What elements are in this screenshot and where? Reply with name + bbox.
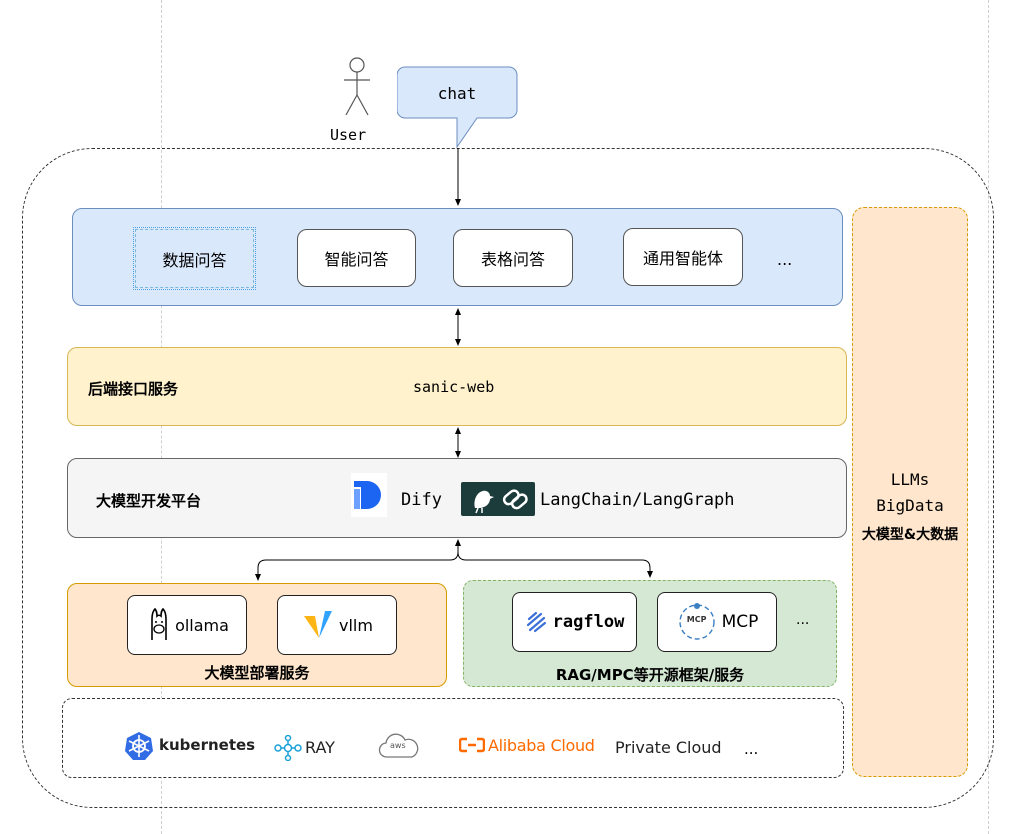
ollama-label: ollama xyxy=(175,615,229,635)
ray-logo-icon xyxy=(274,735,302,761)
smart-qa-box[interactable]: 智能问答 xyxy=(297,229,416,287)
infra-more-label: ... xyxy=(744,740,759,758)
chat-label: chat xyxy=(437,83,477,103)
table-qa-box[interactable]: 表格问答 xyxy=(453,229,573,287)
dify-logo-icon xyxy=(351,473,387,517)
dify-label: Dify xyxy=(401,490,442,510)
user-actor-icon xyxy=(344,57,370,116)
rag-more-label: ... xyxy=(796,612,810,628)
deploy-title: 大模型部署服务 xyxy=(204,663,310,682)
app-more-label: ... xyxy=(777,250,793,269)
smart-qa-label: 智能问答 xyxy=(324,250,389,269)
data-qa-box[interactable]: 数据问答 xyxy=(133,227,256,290)
platform-title: 大模型开发平台 xyxy=(96,492,202,510)
vllm-label: vllm xyxy=(339,615,373,635)
alibaba-label: Alibaba Cloud xyxy=(488,736,595,755)
alibaba-logo-icon xyxy=(458,737,486,753)
platform-layer xyxy=(67,458,847,538)
mcp-logo-text: MCP xyxy=(686,615,707,624)
vllm-box[interactable]: vllm xyxy=(277,595,397,655)
backend-title: 后端接口服务 xyxy=(88,380,179,398)
llm-bigdata-panel xyxy=(852,207,968,777)
infrastructure-layer xyxy=(62,698,844,778)
kubernetes-logo-icon xyxy=(125,732,153,760)
system-boundary xyxy=(22,148,994,808)
mcp-logo-icon: MCP xyxy=(676,601,718,643)
side-llms-label: LLMs xyxy=(890,470,930,489)
side-title-label: 大模型&大数据 xyxy=(861,527,959,543)
ragflow-label: ragflow xyxy=(552,612,625,632)
kubernetes-label: kubernetes xyxy=(159,736,256,754)
langchain-logo-icon xyxy=(461,482,535,516)
backend-layer xyxy=(67,347,847,426)
ollama-box[interactable]: ollama xyxy=(127,595,247,655)
chat-bubble xyxy=(397,66,518,149)
guide-line-right xyxy=(988,0,989,834)
langchain-label: LangChain/LangGraph xyxy=(540,490,735,510)
general-agent-box[interactable]: 通用智能体 xyxy=(623,228,743,286)
private-cloud-label: Private Cloud xyxy=(615,738,722,757)
backend-name: sanic-web xyxy=(413,378,495,396)
mcp-label: MCP xyxy=(721,612,759,632)
ragflow-box[interactable]: ragflow xyxy=(512,592,637,652)
user-label: User xyxy=(330,126,367,144)
general-agent-label: 通用智能体 xyxy=(642,249,723,268)
ragflow-logo-icon xyxy=(526,611,546,633)
data-qa-label: 数据问答 xyxy=(162,250,227,270)
ollama-logo-icon xyxy=(151,607,167,640)
mcp-box[interactable]: MCP MCP xyxy=(657,592,777,652)
aws-cloud-icon xyxy=(378,733,419,758)
rag-title: RAG/MPC等开源框架/服务 xyxy=(555,665,745,684)
vllm-logo-icon xyxy=(304,611,333,638)
aws-label: aws xyxy=(390,741,406,750)
side-bigdata-label: BigData xyxy=(876,496,944,515)
table-qa-label: 表格问答 xyxy=(480,250,545,269)
ray-label: RAY xyxy=(305,738,335,757)
